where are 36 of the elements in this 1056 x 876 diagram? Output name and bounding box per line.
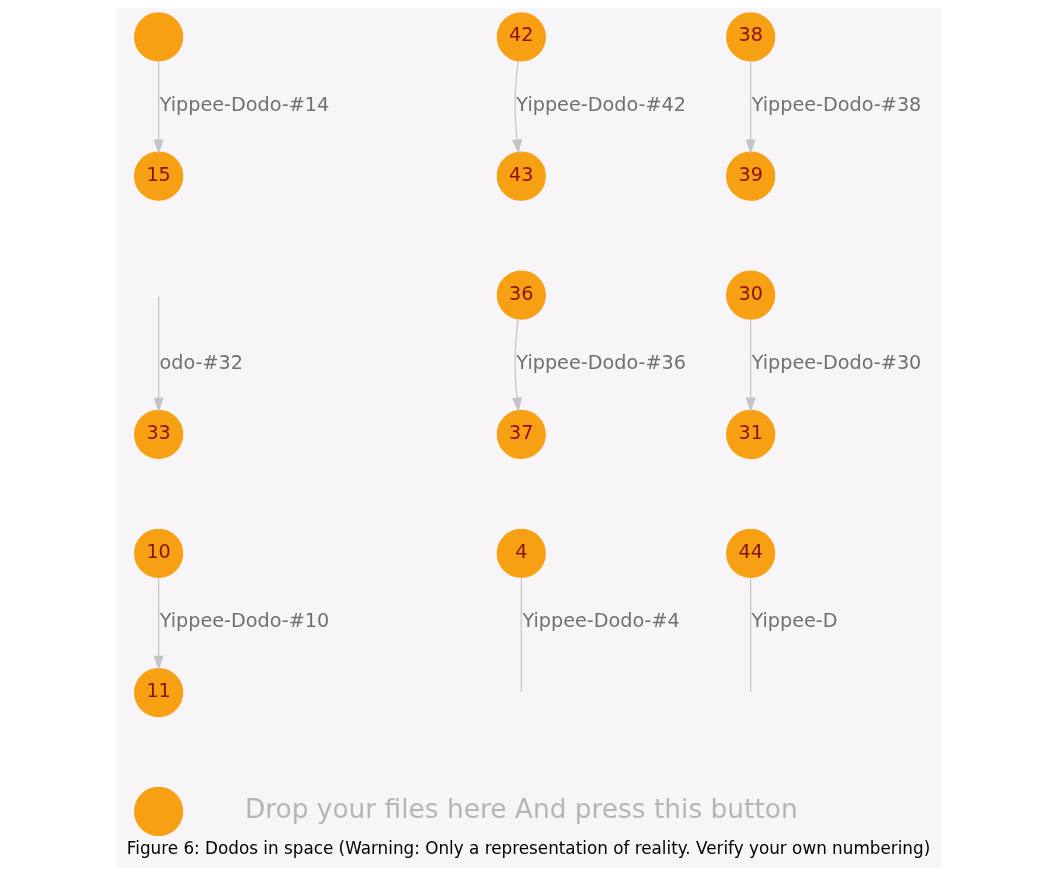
label: Drop your files here And press this button bbox=[244, 793, 798, 825]
node-circle: 43 bbox=[496, 151, 546, 201]
node-circle: 11 bbox=[133, 667, 183, 718]
node-circle bbox=[133, 786, 183, 837]
edge-label: Yippee-Dodo-#36 bbox=[515, 351, 686, 375]
node-circle: 38 bbox=[725, 12, 775, 62]
connector bbox=[520, 576, 522, 692]
node-circle: 39 bbox=[725, 151, 775, 201]
edge-label: Yippee-Dodo-#42 bbox=[515, 93, 686, 117]
node-circle: 31 bbox=[725, 409, 775, 459]
edge-label: Yippee-Dodo-#38 bbox=[751, 93, 921, 117]
edge-label: Yippee-Dodo-#14 bbox=[159, 93, 329, 117]
node-circle: 30 bbox=[725, 270, 775, 320]
arrow bbox=[511, 60, 522, 154]
arrow bbox=[153, 576, 164, 671]
node-circle: 4 bbox=[496, 528, 546, 578]
node-circle: 15 bbox=[133, 151, 183, 201]
node-circle: 44 bbox=[725, 528, 775, 578]
edge-label: Yippee-Dodo-#30 bbox=[751, 351, 921, 375]
edge-label: Yippee-Dodo-#4 bbox=[521, 609, 680, 633]
edge-label: odo-#32 bbox=[159, 351, 243, 375]
caption: Figure 6: Dodos in space (Warning: Only a representation of reality. Verify your own numbering) bbox=[126, 837, 930, 858]
arrow bbox=[745, 318, 756, 413]
node-circle: 10 bbox=[133, 528, 183, 578]
arrow bbox=[511, 318, 522, 413]
arrow bbox=[153, 60, 164, 154]
node-circle: 37 bbox=[496, 409, 546, 459]
node-circle: 33 bbox=[133, 409, 183, 459]
arrow bbox=[745, 60, 756, 154]
arrow bbox=[153, 295, 164, 413]
node-circle bbox=[133, 12, 183, 62]
edge-label: Yippee-Dodo-#10 bbox=[159, 609, 329, 633]
node-circle: 42 bbox=[496, 12, 546, 62]
node-circle: 36 bbox=[496, 270, 546, 320]
edge-label: Yippee-D bbox=[750, 609, 838, 633]
connector bbox=[749, 576, 751, 692]
